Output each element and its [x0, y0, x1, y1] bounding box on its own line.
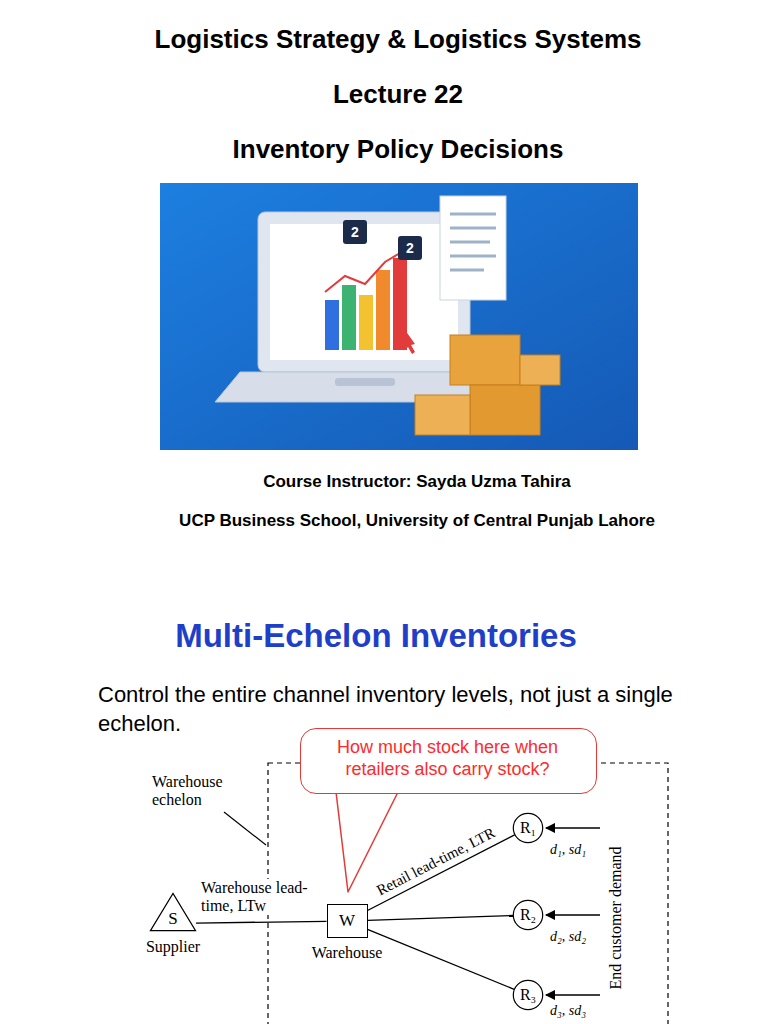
node-label: W	[339, 911, 355, 931]
node-caption: Warehouse	[312, 944, 383, 962]
demand-label: d₂, sd₂	[550, 929, 586, 945]
channel-link	[368, 835, 515, 911]
channel-link	[196, 921, 327, 923]
node-label: R₂	[520, 905, 536, 924]
instructor-line: Course Instructor: Sayda Uzma Tahira	[263, 472, 571, 492]
node-label: R₁	[520, 818, 536, 837]
retailer-circle: R₃	[513, 980, 543, 1010]
channel-link	[368, 915, 514, 920]
echelon-region	[268, 763, 668, 1024]
lecture-number: Lecture 22	[333, 79, 463, 110]
demand-arrows	[546, 828, 600, 995]
slide-heading: Multi-Echelon Inventories	[175, 617, 577, 655]
demand-label: d₁, sd₁	[550, 842, 586, 858]
institution-line: UCP Business School, University of Centr…	[179, 511, 655, 531]
channel-link	[368, 929, 515, 989]
lead-time-label: Retail lead-time, LTR	[372, 824, 500, 901]
echelon-label: Warehouse echelon	[152, 773, 252, 810]
retailer-circle: R₂	[513, 900, 543, 930]
icon-digit: 2	[343, 220, 367, 244]
lead-time-label: Warehouse lead-time, LTw	[199, 879, 311, 916]
lecture-topic: Inventory Policy Decisions	[233, 134, 564, 165]
node-label: How much stock here when retailers also …	[315, 737, 581, 780]
retailer-circle: R₁	[513, 813, 543, 843]
demand-label: d₃, sd₃	[550, 1003, 586, 1019]
demand-axis-label: End customer demand	[607, 846, 625, 989]
node-caption: Supplier	[146, 938, 200, 956]
warehouse-box: WWarehouse	[327, 904, 368, 938]
node-label: S	[168, 909, 177, 929]
slide-title: Logistics Strategy & Logistics Systems	[155, 24, 642, 55]
icon-digit: 2	[398, 236, 422, 260]
supplier-triangle: SSupplier	[150, 893, 196, 931]
callout-box: How much stock here when retailers also …	[300, 728, 597, 794]
node-label: R₃	[520, 985, 536, 1004]
cover-illustration	[160, 183, 638, 450]
leader-line	[224, 812, 266, 845]
